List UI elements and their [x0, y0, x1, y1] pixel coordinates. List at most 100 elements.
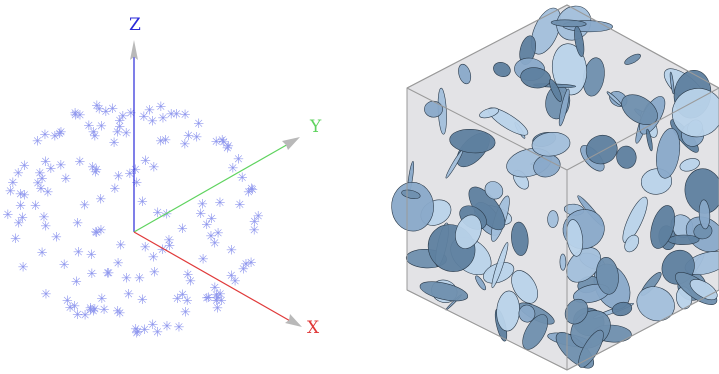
- point-marker: ✳: [237, 171, 248, 186]
- point-marker: ✳: [19, 159, 30, 174]
- point-marker: ✳: [86, 248, 97, 263]
- point-marker: ✳: [152, 206, 163, 221]
- point-marker: ✳: [71, 275, 82, 290]
- point-marker: ✳: [55, 159, 66, 174]
- x-axis-arrowhead: [285, 314, 302, 327]
- disc-particle: [636, 286, 675, 322]
- point-marker: ✳: [183, 268, 194, 283]
- point-marker: ✳: [233, 152, 244, 167]
- point-marker: ✳: [96, 120, 107, 135]
- point-marker: ✳: [238, 262, 249, 277]
- point-marker: ✳: [147, 115, 158, 130]
- point-marker: ✳: [15, 199, 26, 214]
- point-marker: ✳: [201, 218, 212, 233]
- cube-edge: [566, 87, 719, 171]
- disc-particle: [650, 205, 676, 249]
- point-marker: ✳: [162, 320, 173, 335]
- point-marker: ✳: [19, 189, 30, 204]
- y-axis-arrowhead: [282, 137, 300, 150]
- point-marker: ✳: [91, 99, 102, 114]
- point-marker: ✳: [102, 267, 113, 282]
- point-marker: ✳: [157, 243, 168, 258]
- point-marker: ✳: [113, 170, 124, 185]
- point-marker: ✳: [213, 227, 224, 242]
- point-marker: ✳: [42, 185, 53, 200]
- point-marker: ✳: [180, 306, 191, 321]
- point-marker: ✳: [183, 129, 194, 144]
- disc-particle: [656, 128, 681, 179]
- point-marker: ✳: [88, 305, 99, 320]
- cube-edges: [406, 4, 719, 371]
- point-marker: ✳: [131, 176, 142, 191]
- disc-particle: [564, 298, 589, 325]
- point-marker: ✳: [209, 281, 220, 296]
- point-marker: ✳: [249, 223, 260, 238]
- disc-particle: [511, 270, 538, 304]
- point-marker: ✳: [114, 306, 125, 321]
- point-marker: ✳: [17, 211, 28, 226]
- z-axis-arrowhead: [130, 40, 138, 60]
- point-cloud: ✳✳✳✳✳✳✳✳✳✳✳✳✳✳✳✳✳✳✳✳✳✳✳✳✳✳✳✳✳✳✳✳✳✳✳✳✳✳✳✳…: [3, 99, 264, 341]
- x-axis-label: X: [307, 318, 320, 338]
- point-marker: ✳: [79, 198, 90, 213]
- point-marker: ✳: [123, 288, 134, 303]
- point-marker: ✳: [234, 198, 245, 213]
- point-marker: ✳: [84, 119, 95, 134]
- point-marker: ✳: [90, 226, 101, 241]
- point-marker: ✳: [138, 110, 149, 125]
- disc-particle: [551, 43, 588, 96]
- point-marker: ✳: [5, 185, 16, 200]
- point-marker: ✳: [87, 161, 98, 176]
- disc-particle: [549, 78, 562, 102]
- point-marker: ✳: [202, 292, 213, 307]
- point-marker: ✳: [46, 162, 57, 177]
- point-marker: ✳: [39, 211, 50, 226]
- point-marker: ✳: [72, 308, 83, 323]
- point-marker: ✳: [177, 288, 188, 303]
- point-marker: ✳: [32, 135, 43, 150]
- disc-particle: [479, 107, 500, 119]
- disc-particle: [558, 88, 570, 127]
- point-marker: ✳: [35, 166, 46, 181]
- point-marker: ✳: [198, 252, 209, 267]
- point-marker: ✳: [130, 163, 141, 178]
- disc-particle: [401, 189, 421, 199]
- point-marker: ✳: [40, 155, 51, 170]
- point-marker: ✳: [13, 217, 24, 232]
- point-marker: ✳: [139, 323, 150, 338]
- point-marker: ✳: [125, 106, 136, 121]
- point-marker: ✳: [195, 207, 206, 222]
- disc-particle: [698, 199, 711, 230]
- point-marker: ✳: [87, 267, 98, 282]
- point-marker: ✳: [13, 167, 24, 182]
- disc-particle: [455, 214, 482, 249]
- point-marker: ✳: [243, 186, 254, 201]
- point-marker: ✳: [164, 234, 175, 249]
- point-marker: ✳: [37, 246, 48, 261]
- point-marker: ✳: [90, 165, 101, 180]
- cube-edge: [406, 87, 568, 171]
- disc-particle: [578, 329, 604, 368]
- point-marker: ✳: [197, 198, 208, 213]
- point-marker: ✳: [230, 275, 241, 290]
- point-marker: ✳: [140, 154, 151, 169]
- point-marker: ✳: [69, 300, 80, 315]
- point-marker: ✳: [223, 140, 234, 155]
- point-marker: ✳: [109, 136, 120, 151]
- y-axis: [133, 142, 291, 233]
- disc-particle: [624, 234, 640, 253]
- disc-particle: [606, 91, 622, 106]
- point-marker: ✳: [147, 318, 158, 333]
- disc-particle: [493, 62, 511, 77]
- point-marker: ✳: [94, 103, 105, 118]
- point-marker: ✳: [211, 135, 222, 150]
- point-marker: ✳: [90, 303, 101, 318]
- z-axis-label: Z: [129, 15, 141, 35]
- point-marker: ✳: [217, 134, 228, 149]
- point-marker: ✳: [149, 265, 160, 280]
- point-marker: ✳: [18, 260, 29, 275]
- point-marker: ✳: [152, 325, 163, 340]
- point-marker: ✳: [8, 176, 19, 191]
- point-marker: ✳: [36, 182, 47, 197]
